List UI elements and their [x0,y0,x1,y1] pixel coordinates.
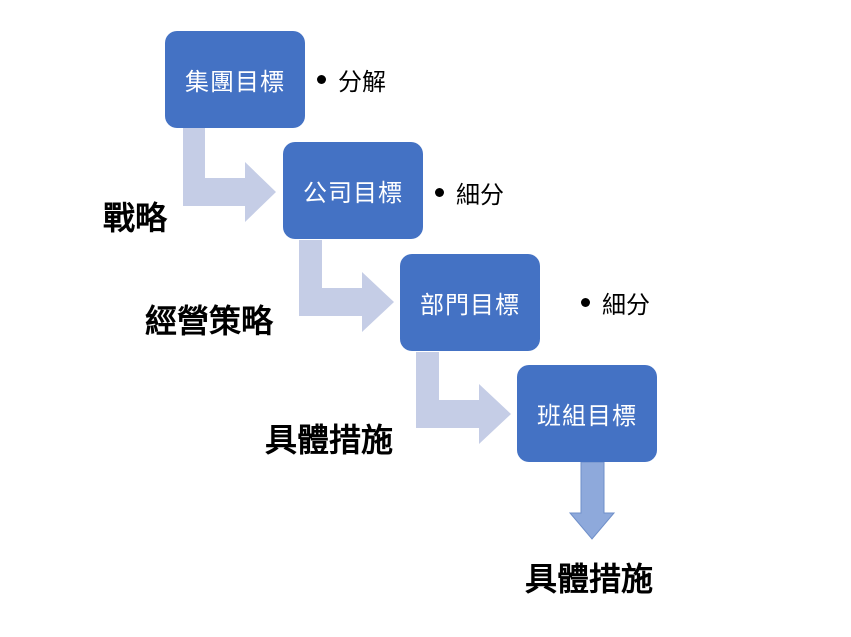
note-text-group: 分解 [338,68,386,96]
level-title-company: 公司目標 [303,179,403,207]
level-box-department: 部門目標 [400,254,540,351]
level-title-team: 班組目標 [537,402,637,430]
note-text-department: 細分 [602,291,650,319]
bullet-dot-icon [435,188,444,197]
bent-arrow-2 [299,240,394,332]
note-text-company: 細分 [456,181,504,209]
level-box-team: 班組目標 [517,365,657,462]
side-label-strategy: 戰略 [103,199,168,237]
down-arrow [568,461,616,540]
side-label-business-strategy: 經營策略 [145,302,274,340]
note-group: 分解 [317,62,386,97]
note-company: 細分 [435,175,504,210]
level-box-group: 集團目標 [165,31,305,128]
bullet-dot-icon [317,75,326,84]
bent-arrow-3 [416,352,511,444]
note-department: 細分 [581,285,650,320]
bent-arrow-1 [183,128,276,222]
level-title-group: 集團目標 [185,68,285,96]
side-label-measures: 具體措施 [265,421,394,459]
level-box-company: 公司目標 [283,142,423,239]
level-title-department: 部門目標 [420,291,520,319]
bottom-label-measures: 具體措施 [525,560,654,598]
bullet-dot-icon [581,298,590,307]
